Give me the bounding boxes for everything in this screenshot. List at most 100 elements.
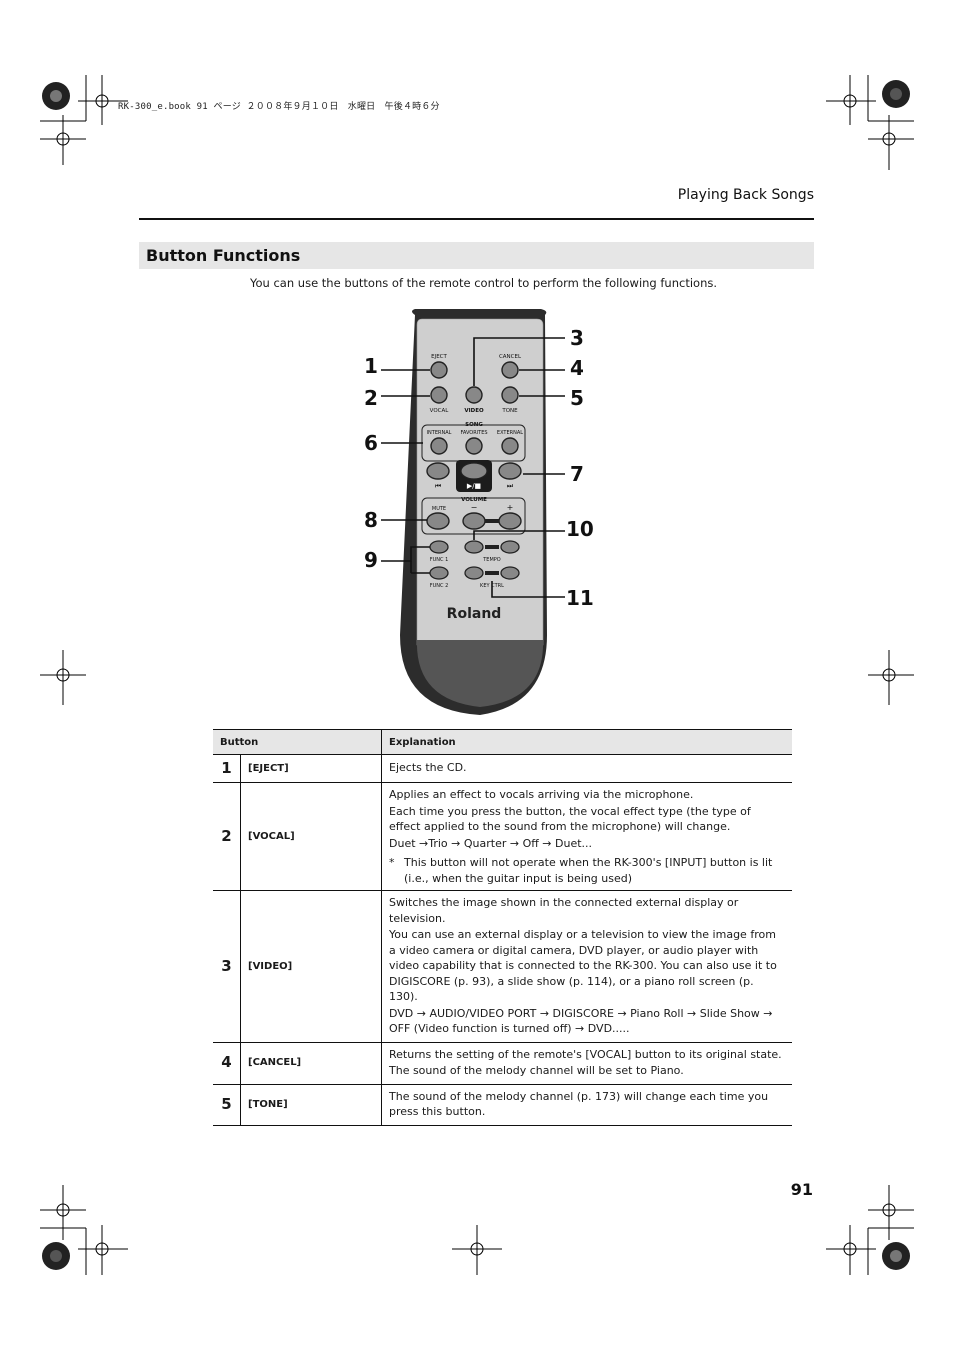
table-row: 1 [EJECT] Ejects the CD. [213,754,792,783]
page-number: 91 [790,1180,813,1199]
volume-label: VOLUME [461,497,487,503]
header-explanation: Explanation [381,729,792,755]
table-row: 3 [VIDEO] Switches the image shown in th… [213,890,792,1043]
header-button: Button [213,729,382,755]
row-button-name: [TONE] [240,1084,382,1126]
eject-label: EJECT [431,354,447,360]
favorites-button [465,437,483,455]
mute-label: MUTE [432,506,446,512]
func2-label: FUNC 2 [430,583,449,589]
row-button-name: [EJECT] [240,754,382,783]
prev-button [426,462,450,480]
table-row: 4 [CANCEL] Returns the setting of the re… [213,1042,792,1085]
section-title: Button Functions [146,246,301,265]
row-number: 1 [213,754,241,783]
external-label: EXTERNAL [497,430,523,436]
callout-6: 6 [364,431,378,455]
table-header-row: Button Explanation [213,729,792,755]
callout-3: 3 [570,326,584,350]
song-label: SONG [465,422,483,428]
explanation-line: DVD → AUDIO/VIDEO PORT → DIGISCORE → Pia… [389,1006,773,1036]
callout-10: 10 [566,517,594,541]
print-header-note: RK-300_e.book 91 ページ ２００８年９月１０日 水曜日 午後４時… [118,102,440,112]
tone-button [501,386,519,404]
row-number: 3 [213,890,241,1043]
external-button [501,437,519,455]
callout-1: 1 [364,354,378,378]
explanation-note: *This button will not operate when the R… [389,856,773,885]
cancel-label: CANCEL [499,354,522,360]
intro-text: You can use the buttons of the remote co… [250,276,718,290]
volume-up-button [498,512,522,530]
volume-plus-label: + [507,503,514,512]
func1-label: FUNC 1 [430,557,449,563]
favorites-label: FAVORITES [460,430,487,436]
header-rule [139,218,814,220]
callout-4: 4 [570,356,584,380]
brand-logo: Roland [447,606,502,622]
callout-2: 2 [364,386,378,410]
cancel-button [501,361,519,379]
callout-9: 9 [364,548,378,572]
next-button [498,462,522,480]
callout-lines [381,337,565,598]
volume-bar [485,519,499,523]
row-button-name: [VIDEO] [240,890,382,1043]
section-bar [139,242,814,269]
row-explanation: The sound of the melody channel (p. 173)… [381,1084,792,1126]
prev-label: ⏮ [435,482,441,490]
play-stop-label: ▶/■ [467,482,481,490]
table-row: 5 [TONE] The sound of the melody channel… [213,1084,792,1126]
explanation-line: Switches the image shown in the connecte… [389,896,739,925]
key-up-button [500,566,520,580]
note-text: This button will not operate when the RK… [404,856,773,885]
key-down-button [464,566,484,580]
func1-button [429,540,449,554]
eject-button [430,361,448,379]
video-label: VIDEO [464,408,484,414]
explanation-line: Returns the setting of the remote's [VOC… [389,1047,782,1061]
next-label: ⏭ [507,482,514,490]
play-stop-button [460,462,488,480]
row-number: 5 [213,1084,241,1126]
volume-down-button [462,512,486,530]
row-number: 2 [213,782,241,891]
internal-button [430,437,448,455]
row-explanation: Switches the image shown in the connecte… [381,890,792,1043]
remote-lower [416,640,544,707]
button-functions-table: Button Explanation 1 [EJECT] Ejects the … [213,729,792,1126]
explanation-line: Applies an effect to vocals arriving via… [389,788,694,801]
callout-5: 5 [570,386,584,410]
row-explanation: Ejects the CD. [381,754,792,783]
explanation-line: The sound of the melody channel will be … [389,1064,684,1077]
tempo-up-button [500,540,520,554]
row-button-name: [CANCEL] [240,1042,382,1085]
table-row: 2 [VOCAL] Applies an effect to vocals ar… [213,782,792,891]
tempo-label: TEMPO [482,557,501,563]
explanation-line: The sound of the melody channel (p. 173)… [389,1089,769,1119]
vocal-button [430,386,448,404]
key-bar [485,571,499,575]
callout-7: 7 [570,462,584,486]
video-button [465,386,483,404]
func2-button [429,566,449,580]
callout-11: 11 [566,586,594,610]
row-number: 4 [213,1042,241,1085]
explanation-line: You can use an external display or a tel… [389,928,777,1003]
tone-label: TONE [501,408,518,414]
internal-label: INTERNAL [427,430,452,436]
explanation-line: Duet →Trio → Quarter → Off → Duet... [389,836,593,850]
volume-minus-label: − [471,503,478,512]
row-explanation: Returns the setting of the remote's [VOC… [381,1042,792,1085]
vocal-label: VOCAL [430,408,450,414]
explanation-line: Ejects the CD. [389,761,467,775]
tempo-bar [485,545,499,549]
row-explanation: Applies an effect to vocals arriving via… [381,782,792,891]
row-button-name: [VOCAL] [240,782,382,891]
running-head: Playing Back Songs [677,187,814,203]
mute-button [426,512,450,530]
tempo-down-button [464,540,484,554]
explanation-line: Each time you press the button, the voca… [389,804,751,834]
remote-illustration: EJECT CANCEL VOCAL VIDEO TONE SONG INTER… [381,309,565,715]
